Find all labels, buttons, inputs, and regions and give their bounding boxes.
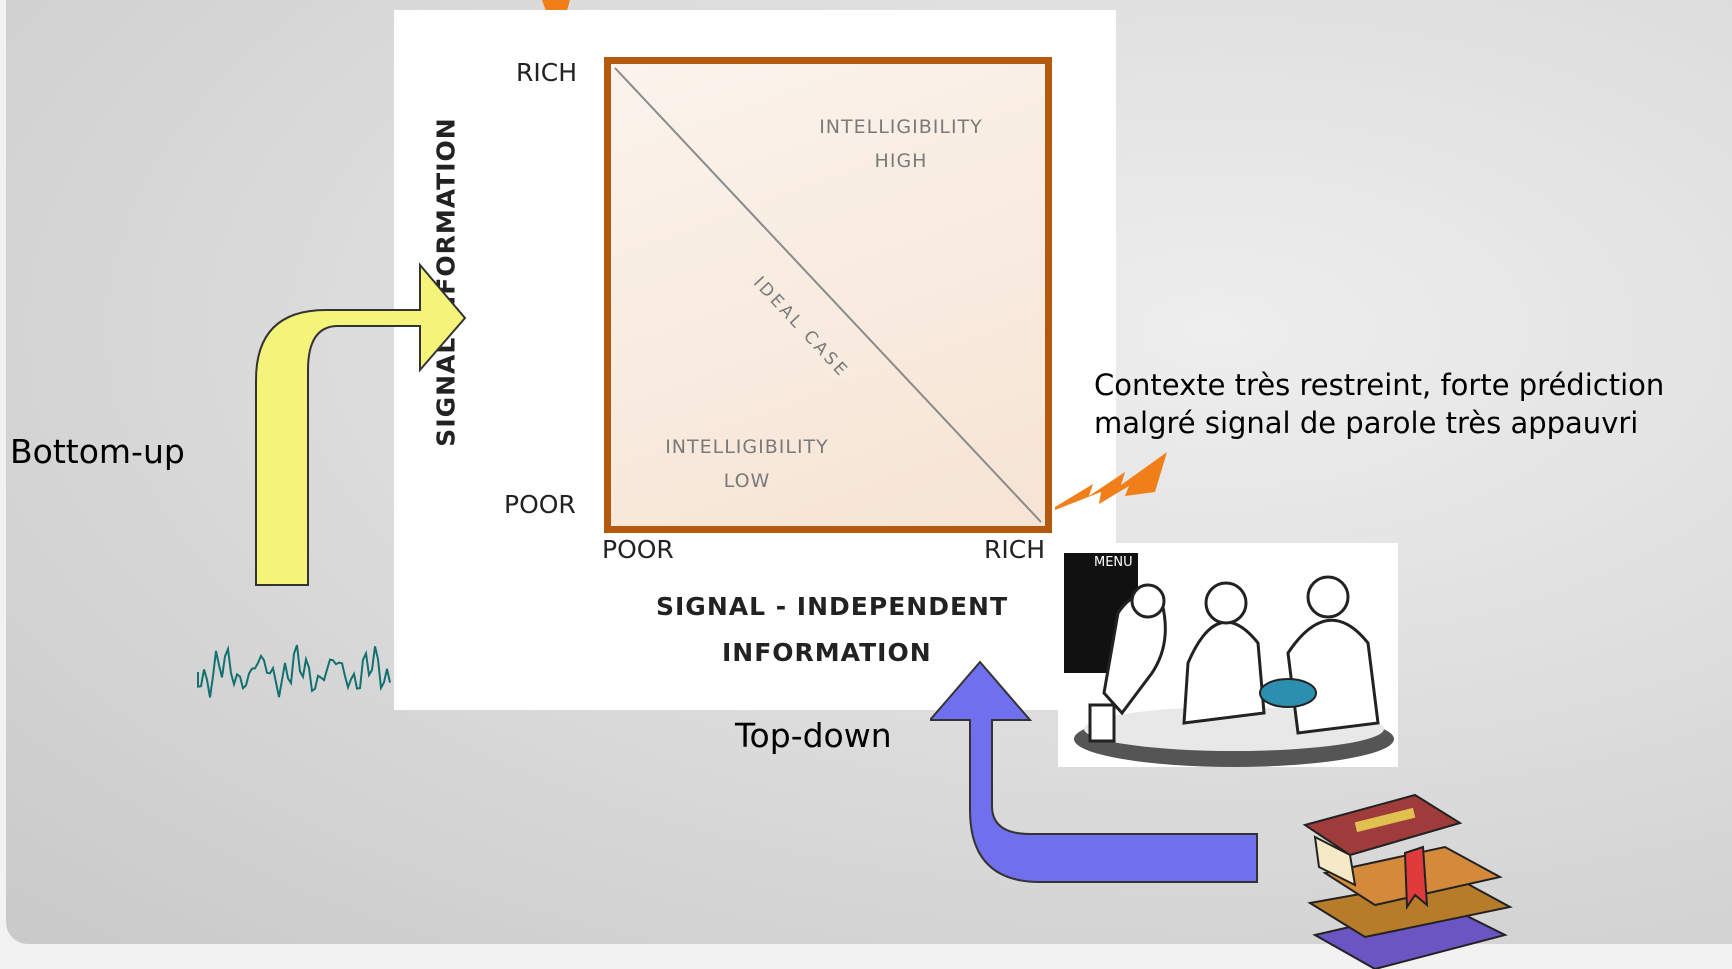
region-high-label: INTELLIGIBILITY HIGH xyxy=(819,116,983,172)
x-axis-right-label: RICH xyxy=(984,535,1045,564)
x-axis-title-line1: SIGNAL - INDEPENDENT xyxy=(656,592,1008,621)
intelligibility-figure: SIGNAL INFORMATION RICH POOR POOR RICH S… xyxy=(394,10,1116,710)
ideal-case-diagonal xyxy=(614,67,1042,523)
y-axis-top-label: RICH xyxy=(516,58,577,87)
lightning-bottom-icon xyxy=(1055,452,1167,510)
books-clipart xyxy=(1302,793,1513,969)
intelligibility-box: INTELLIGIBILITY HIGH INTELLIGIBILITY LOW… xyxy=(604,57,1052,533)
restaurant-clipart: MENU xyxy=(1058,543,1398,767)
context-annotation-line2: malgré signal de parole très appauvri xyxy=(1094,406,1639,440)
top-down-arrow xyxy=(930,660,1258,883)
context-annotation-line1: Contexte très restreint, forte prédictio… xyxy=(1094,368,1665,402)
speech-waveform-icon xyxy=(197,644,391,698)
bottom-up-arrow xyxy=(255,262,467,586)
y-axis-bottom-label: POOR xyxy=(504,490,576,519)
region-low-label: INTELLIGIBILITY LOW xyxy=(665,436,829,492)
bottom-up-label: Bottom-up xyxy=(10,432,185,471)
top-down-label: Top-down xyxy=(735,716,892,755)
x-axis-left-label: POOR xyxy=(602,535,674,564)
x-axis-title-line2: INFORMATION xyxy=(722,638,932,667)
menu-sign: MENU xyxy=(1094,555,1133,570)
